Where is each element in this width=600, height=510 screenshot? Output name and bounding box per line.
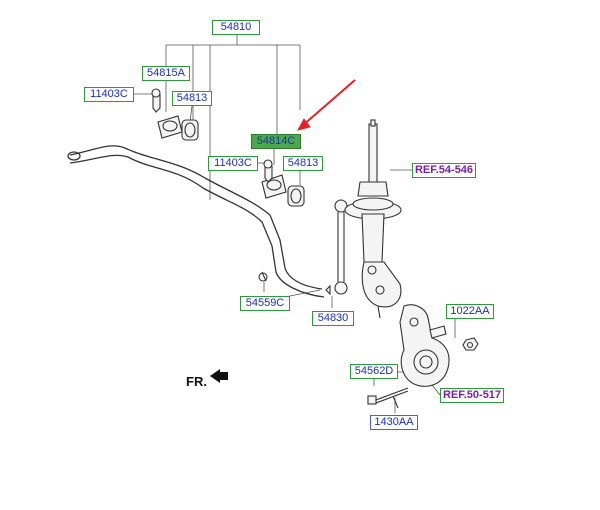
callout-54810[interactable]: 54810 bbox=[212, 20, 260, 35]
callout-54813-lower[interactable]: 54813 bbox=[283, 156, 323, 171]
leader-lines bbox=[133, 34, 456, 413]
ref-link-50-517[interactable]: REF.50-517 bbox=[440, 388, 504, 403]
link-nut bbox=[258, 271, 268, 282]
front-direction-arrow-icon bbox=[210, 369, 228, 383]
callout-54562d[interactable]: 54562D bbox=[350, 364, 398, 379]
callout-1430aa[interactable]: 1430AA bbox=[370, 415, 418, 430]
steering-knuckle bbox=[399, 304, 450, 387]
callout-54830[interactable]: 54830 bbox=[312, 311, 354, 326]
callout-1022aa[interactable]: 1022AA bbox=[446, 304, 494, 319]
cotter-pin bbox=[392, 395, 399, 409]
knuckle-bolt bbox=[367, 387, 409, 405]
callout-54813-upper[interactable]: 54813 bbox=[172, 91, 212, 106]
bushing-assembly-lower bbox=[261, 159, 305, 207]
callout-54815a[interactable]: 54815A bbox=[142, 66, 190, 81]
strut-assembly bbox=[344, 119, 402, 319]
ref-link-54-546[interactable]: REF.54-546 bbox=[412, 163, 476, 178]
front-direction-label: FR. bbox=[186, 374, 207, 389]
callout-11403c-lower[interactable]: 11403C bbox=[208, 156, 258, 171]
callout-54559c[interactable]: 54559C bbox=[240, 296, 290, 311]
stabilizer-bar bbox=[67, 145, 325, 298]
callout-54814c-highlighted[interactable]: 54814C bbox=[251, 134, 301, 149]
highlight-pointer-arrow bbox=[297, 79, 356, 131]
bushing-assembly-upper bbox=[151, 88, 199, 141]
callout-11403c-upper[interactable]: 11403C bbox=[84, 87, 134, 102]
knuckle-nut bbox=[462, 337, 479, 351]
